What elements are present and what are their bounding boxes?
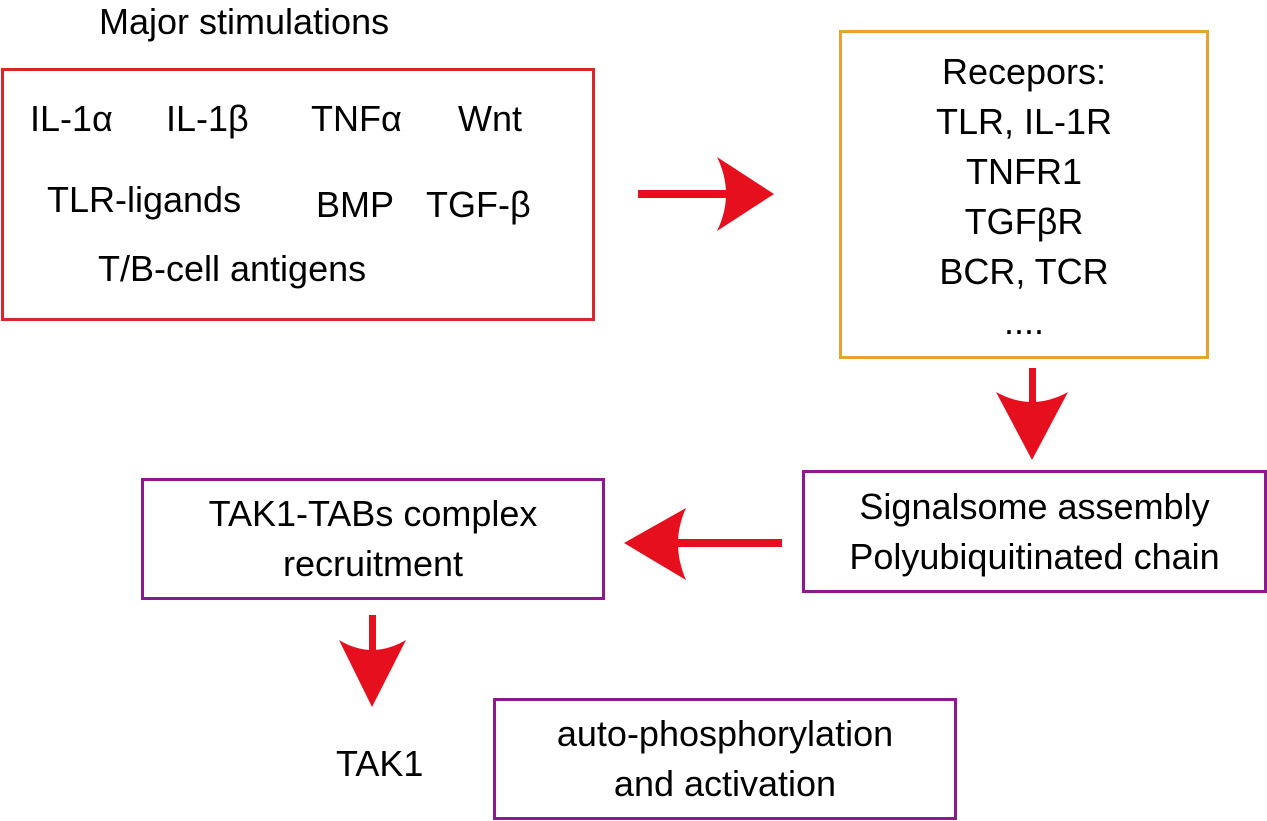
stimulus-tlr-ligands: TLR-ligands — [47, 179, 242, 220]
receptor-tlr-il1r: TLR, IL-1R — [935, 100, 1113, 142]
receptor-ellipsis: .... — [1003, 300, 1044, 342]
stimulus-bmp: BMP — [316, 184, 395, 225]
signalsome-box: Signalsome assembly Polyubiquitinated ch… — [802, 470, 1267, 593]
stimulus-wnt: Wnt — [458, 98, 523, 139]
receptor-tnfr1: TNFR1 — [966, 150, 1082, 192]
receptor-bcr-tcr: BCR, TCR — [939, 250, 1109, 292]
activation-line-2: and activation — [613, 763, 837, 804]
stimulus-il1a: IL-1α — [30, 98, 113, 139]
diagram-title: Major stimulations — [99, 1, 390, 42]
activation-box: auto-phosphorylation and activation — [493, 698, 957, 820]
signalsome-line-2: Polyubiquitinated chain — [849, 535, 1220, 577]
stimuli-box — [1, 68, 595, 321]
tak1-tabs-line-1: TAK1-TABs complex — [208, 493, 538, 534]
arrow-down-tak1-tabs-to-tak1 — [339, 615, 406, 707]
arrow-right-stimuli-to-receptors — [638, 157, 774, 231]
tak1-label: TAK1 — [336, 743, 424, 784]
tak1-tabs-line-2: recruitment — [282, 543, 464, 584]
stimulus-tgfb: TGF-β — [426, 184, 531, 225]
stimulus-tb-cell-antigens: T/B-cell antigens — [98, 248, 367, 289]
receptor-tgfbr: TGFβR — [964, 200, 1084, 242]
activation-line-1: auto-phosphorylation — [556, 713, 894, 754]
arrow-left-signalsome-to-tak1-tabs — [624, 508, 782, 580]
stimulus-tnfa: TNFα — [311, 98, 402, 139]
receptors-heading: Recepors: — [941, 50, 1107, 92]
stimulus-il1b: IL-1β — [166, 98, 249, 139]
arrow-down-receptors-to-signalsome — [996, 368, 1068, 460]
tak1-tabs-box: TAK1-TABs complex recruitment — [141, 478, 605, 600]
signalsome-line-1: Signalsome assembly — [859, 485, 1210, 527]
receptors-box: Recepors: TLR, IL-1R TNFR1 TGFβR BCR, TC… — [839, 30, 1209, 359]
